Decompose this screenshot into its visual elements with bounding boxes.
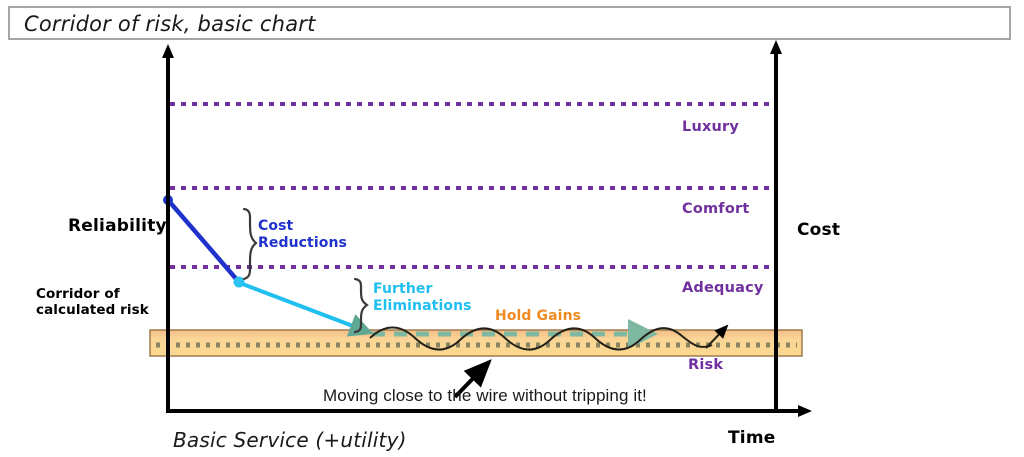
corridor-side-note: Corridor of calculated risk <box>36 286 149 319</box>
chart-caption: Moving close to the wire without trippin… <box>323 386 647 405</box>
corridor-band <box>149 329 803 357</box>
callout-further-eliminations-line2: Eliminations <box>373 297 472 314</box>
callout-cost-reductions: Cost Reductions <box>258 218 347 252</box>
band-label-risk: Risk <box>688 357 724 373</box>
y-axis-left-label: Reliability <box>68 216 167 236</box>
band-label-comfort: Comfort <box>682 201 750 217</box>
band-label-adequacy: Adequacy <box>682 280 764 296</box>
x-axis-left-label: Basic Service (+utility) <box>173 428 407 452</box>
title-box: Corridor of risk, basic chart <box>8 6 1011 40</box>
callout-cost-reductions-line1: Cost <box>258 218 294 234</box>
caption-pointer-arrow <box>453 359 492 399</box>
threshold-lines <box>170 102 773 269</box>
y-axis-right-label: Cost <box>797 220 841 240</box>
x-axis-arrowhead <box>798 405 812 417</box>
brace-further-eliminations <box>353 277 369 334</box>
further-eliminations-line <box>233 276 374 337</box>
corridor-side-note-line1: Corridor of <box>36 286 120 302</box>
band-label-luxury: Luxury <box>682 119 740 135</box>
callout-further-eliminations-line1: Further <box>373 281 433 297</box>
x-axis-right-label: Time <box>728 428 776 448</box>
y-axis-left-arrowhead <box>162 44 174 58</box>
callout-further-eliminations: Further Eliminations <box>373 281 472 315</box>
y-axis-right-arrowhead <box>770 40 782 54</box>
corridor-side-note-line2: calculated risk <box>36 301 149 318</box>
axes <box>162 40 812 417</box>
series-point-mid <box>233 276 245 288</box>
callout-cost-reductions-line2: Reductions <box>258 234 347 251</box>
risk-wave <box>369 324 729 351</box>
page-title: Corridor of risk, basic chart <box>24 12 316 36</box>
brace-cost-reductions <box>242 207 258 281</box>
callout-hold-gains: Hold Gains <box>495 308 582 324</box>
